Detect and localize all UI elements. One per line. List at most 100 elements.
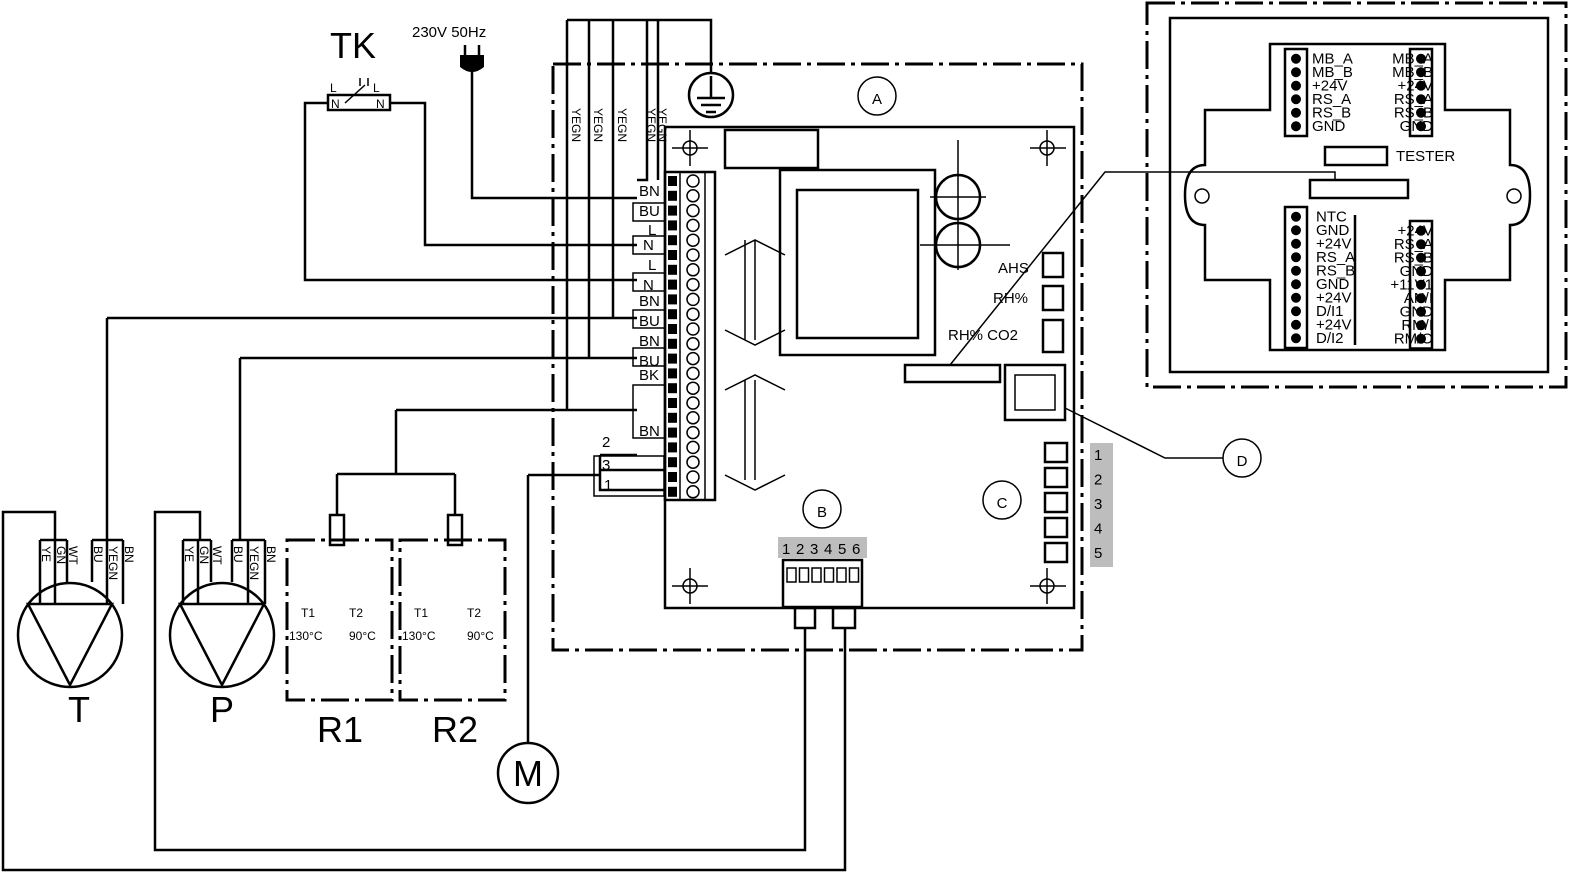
terminal-slot bbox=[668, 353, 677, 364]
terminal-slot bbox=[668, 220, 677, 231]
terminal-screw bbox=[1416, 320, 1426, 331]
connector-b-pin bbox=[848, 567, 860, 583]
terminal-label: AN/I bbox=[1404, 290, 1433, 307]
terminal-slot bbox=[668, 324, 677, 334]
rh-co2-connector[interactable] bbox=[1041, 318, 1065, 354]
terminal-screw bbox=[686, 396, 700, 410]
terminal-slot bbox=[668, 457, 677, 468]
terminal-slot bbox=[668, 486, 677, 497]
remote-panel-enclosure bbox=[1145, 1, 1568, 389]
rh-connector[interactable] bbox=[1041, 284, 1065, 312]
terminal-wire-label: BN bbox=[639, 293, 660, 310]
terminal-screw bbox=[1291, 333, 1301, 344]
terminal-block bbox=[1283, 205, 1309, 350]
pump-wire-label: YEGN bbox=[247, 546, 261, 580]
marker-c: C bbox=[982, 480, 1022, 520]
connector-b-pin-number: 6 bbox=[852, 541, 860, 558]
terminal-label: RS_B bbox=[1312, 105, 1351, 122]
terminal-screw bbox=[686, 218, 700, 233]
terminal-screw bbox=[686, 485, 700, 499]
terminal-block bbox=[1283, 47, 1309, 138]
pump-wire-label: WT bbox=[210, 546, 224, 565]
terminal-label: RS_A bbox=[1312, 91, 1351, 108]
terminal-screw bbox=[1416, 225, 1426, 236]
connector-c-port[interactable] bbox=[1043, 516, 1069, 539]
terminal-slot bbox=[668, 294, 677, 305]
terminal-screw bbox=[1291, 67, 1301, 78]
terminal-label: RS_A bbox=[1316, 249, 1355, 266]
yegn-wire-label: YEGN bbox=[591, 108, 605, 142]
terminal-screw bbox=[1416, 279, 1426, 290]
terminal-screw bbox=[686, 277, 700, 292]
terminal-screw bbox=[686, 248, 700, 262]
connector-c-port[interactable] bbox=[1043, 491, 1069, 514]
terminal-label: RS_A bbox=[1394, 236, 1433, 253]
terminal-screw bbox=[1416, 94, 1426, 105]
terminal-screw bbox=[1291, 292, 1301, 303]
pump-wire-label: WT bbox=[66, 546, 80, 565]
terminal-label: GND bbox=[1400, 118, 1434, 135]
ribbon-connector[interactable] bbox=[903, 363, 1002, 384]
pump-p: P bbox=[168, 538, 276, 730]
terminal-label: +24V bbox=[1398, 223, 1433, 240]
remote-board bbox=[1183, 42, 1532, 352]
rj45-port[interactable] bbox=[1003, 363, 1067, 422]
terminal-label: RS_B bbox=[1394, 105, 1433, 122]
connector-c-port[interactable] bbox=[1043, 466, 1069, 489]
terminal-screw bbox=[686, 337, 700, 351]
tester-connector[interactable] bbox=[1323, 145, 1389, 167]
svg-text:T1: T1 bbox=[301, 606, 315, 620]
terminal-screw bbox=[686, 292, 700, 307]
connector-b-pin bbox=[811, 567, 822, 583]
connector-c-port[interactable] bbox=[1043, 441, 1069, 464]
terminal-screw bbox=[686, 470, 700, 484]
terminal-label: +24V bbox=[1316, 317, 1351, 334]
pump-wire-label: YEGN bbox=[106, 546, 120, 580]
terminal-slot bbox=[668, 412, 677, 423]
svg-text:130°C: 130°C bbox=[289, 629, 323, 643]
fuse-icon bbox=[920, 140, 1010, 270]
terminal-label: MB_A bbox=[1392, 51, 1433, 68]
terminal-screw bbox=[1291, 306, 1301, 317]
terminal-screw bbox=[1291, 252, 1301, 263]
terminal-screw bbox=[686, 203, 700, 218]
remote-ribbon-connector[interactable] bbox=[1308, 178, 1410, 200]
terminal-wire-label: N bbox=[643, 277, 654, 294]
transformer bbox=[778, 168, 937, 357]
terminal-label: GND bbox=[1312, 118, 1346, 135]
svg-text:A: A bbox=[872, 91, 882, 108]
ahs-connector[interactable] bbox=[1041, 251, 1065, 279]
terminal-label: +24V bbox=[1398, 78, 1433, 95]
connector-b-pin-number: 3 bbox=[810, 541, 818, 558]
terminal-screw bbox=[1416, 239, 1426, 250]
terminal-wire-label: BN bbox=[639, 333, 660, 350]
terminal-screw bbox=[1291, 211, 1301, 222]
terminal-screw bbox=[1416, 333, 1426, 344]
connector-c-port[interactable] bbox=[1043, 541, 1069, 564]
yegn-wire-label: YEGN bbox=[615, 108, 629, 142]
terminal-screw bbox=[686, 366, 700, 381]
connector-b[interactable] bbox=[781, 558, 864, 609]
terminal-screw bbox=[686, 351, 700, 366]
terminal-label: +24V bbox=[1316, 290, 1351, 307]
connector-b-pin bbox=[823, 567, 835, 583]
terminal-slot bbox=[668, 250, 677, 260]
terminal-screw bbox=[1291, 265, 1301, 276]
connector-c-number: 1 bbox=[1094, 447, 1102, 464]
terminal-label: GND bbox=[1400, 263, 1434, 280]
terminal-label: RM/O bbox=[1394, 331, 1433, 348]
connector-b-pin bbox=[798, 567, 810, 583]
terminal-wire-label: L bbox=[648, 222, 656, 239]
pump-wire-label: YE bbox=[39, 546, 53, 562]
terminal-label: MB_A bbox=[1312, 51, 1353, 68]
marker-a: A bbox=[857, 76, 897, 116]
terminal-block bbox=[1408, 47, 1434, 138]
r1-label: R1 bbox=[317, 709, 363, 750]
marker-d: D bbox=[1222, 438, 1262, 478]
terminal-slot bbox=[668, 190, 677, 201]
terminal-label: RS_A bbox=[1394, 91, 1433, 108]
rh-label: RH% bbox=[993, 290, 1028, 307]
svg-text:D: D bbox=[1237, 453, 1248, 470]
